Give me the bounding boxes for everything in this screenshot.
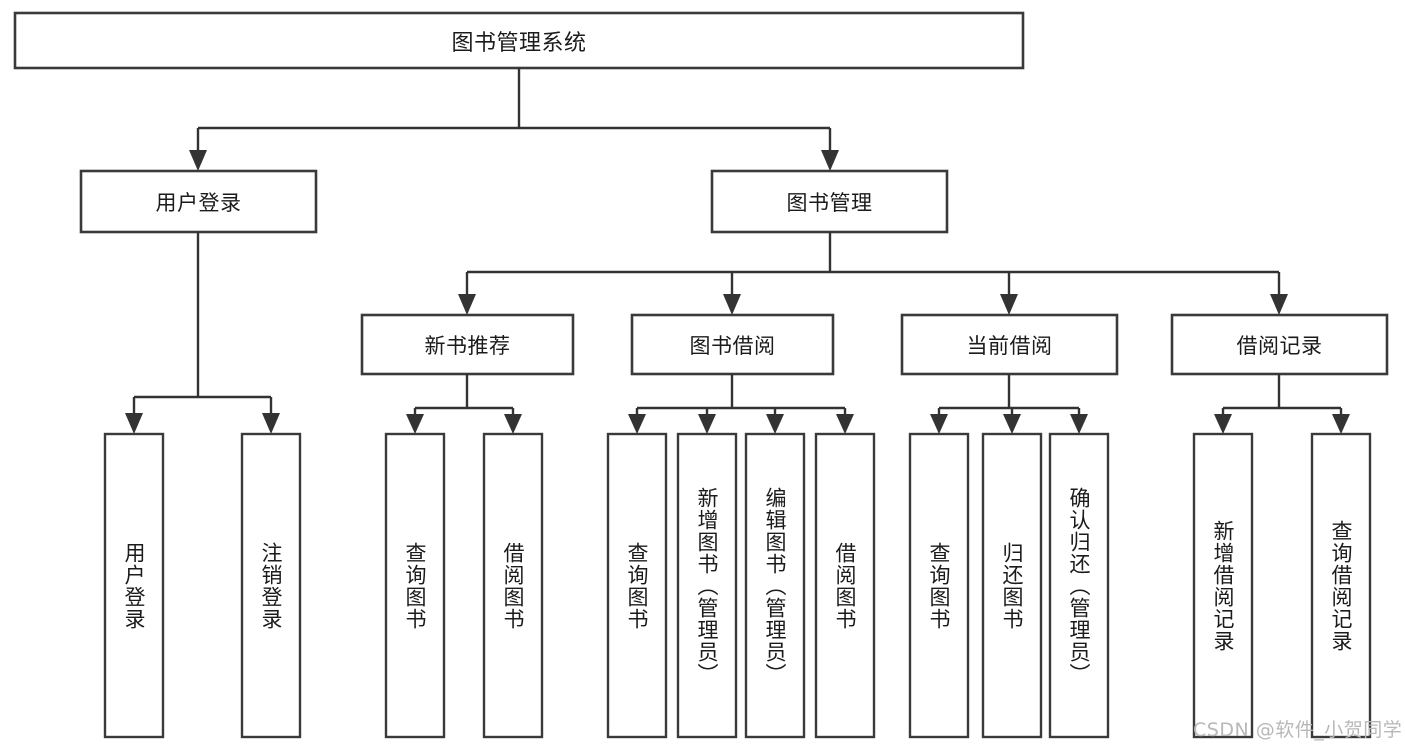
node-box-borrow-record[interactable] <box>1170 313 1389 376</box>
node-box-leaf-return-book[interactable] <box>981 432 1043 739</box>
connector-borrow-record-to-leaves <box>1214 374 1350 434</box>
node-box-leaf-edit-book[interactable] <box>744 432 806 739</box>
connector-user-login-to-leaves <box>125 232 280 434</box>
node-box-book-management[interactable] <box>710 169 949 234</box>
csdn-watermark: CSDN @软件_小贺同学 <box>1193 719 1403 741</box>
node-box-leaf-logout[interactable] <box>240 432 302 739</box>
connector-new-book-recommend-to-leaves <box>406 374 522 434</box>
node-box-leaf-user-login[interactable] <box>103 432 165 739</box>
connector-current-borrow-to-leaves <box>930 374 1088 434</box>
node-box-book-borrow[interactable] <box>630 313 835 376</box>
node-box-leaf-query-borrow-record[interactable] <box>1310 432 1372 739</box>
node-box-user-login[interactable] <box>79 169 318 234</box>
node-box-leaf-confirm-return[interactable] <box>1048 432 1110 739</box>
node-box-leaf-borrow-book[interactable] <box>814 432 876 739</box>
node-box-leaf-add-book[interactable] <box>676 432 738 739</box>
node-box-leaf-add-borrow-record[interactable] <box>1192 432 1254 739</box>
node-box-leaf-borrow-book-recommend[interactable] <box>482 432 544 739</box>
node-box-leaf-query-book-current[interactable] <box>908 432 970 739</box>
node-box-root[interactable] <box>13 11 1025 70</box>
connector-book-management-to-level3 <box>458 232 1288 315</box>
node-box-new-book-recommend[interactable] <box>360 313 575 376</box>
node-box-leaf-query-book-recommend[interactable] <box>384 432 446 739</box>
connector-book-borrow-to-leaves <box>628 374 854 434</box>
connector-root-to-level2 <box>189 68 839 171</box>
node-box-current-borrow[interactable] <box>900 313 1119 376</box>
node-box-leaf-query-book-borrow[interactable] <box>606 432 668 739</box>
